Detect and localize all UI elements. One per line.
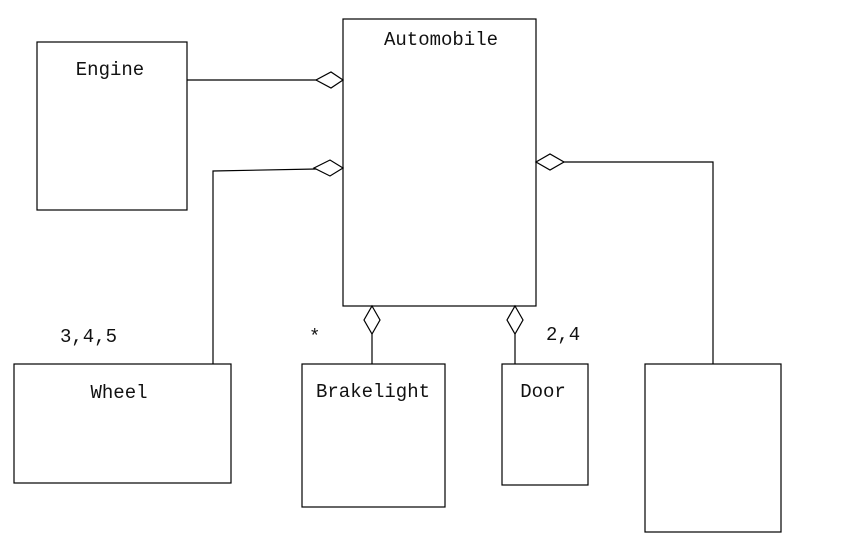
brakelight-class-name: Brakelight	[316, 381, 430, 403]
wheel-class-name: Wheel	[90, 382, 147, 404]
brakelight-multiplicity: *	[309, 326, 320, 348]
door-multiplicity: 2,4	[546, 324, 580, 346]
unnamed-aggregation-diamond	[534, 153, 566, 171]
brakelight-aggregation-diamond	[363, 304, 381, 336]
brakelight-class-box[interactable]	[301, 363, 446, 508]
wheel-aggregation-diamond	[312, 159, 345, 177]
door-class-box[interactable]	[501, 363, 589, 486]
wheel-aggregation-line	[212, 168, 317, 364]
door-class-name: Door	[520, 381, 566, 403]
unnamed-aggregation-line	[561, 161, 714, 364]
door-aggregation-diamond	[506, 304, 524, 336]
automobile-class-name: Automobile	[384, 29, 498, 51]
wheel-multiplicity: 3,4,5	[60, 326, 117, 348]
engine-class-name: Engine	[76, 59, 144, 81]
engine-aggregation-diamond	[314, 71, 345, 89]
engine-class-box[interactable]	[36, 41, 188, 211]
unnamed-class-box[interactable]	[644, 363, 782, 533]
automobile-class-box[interactable]	[342, 18, 537, 307]
wheel-class-box[interactable]	[13, 363, 232, 484]
